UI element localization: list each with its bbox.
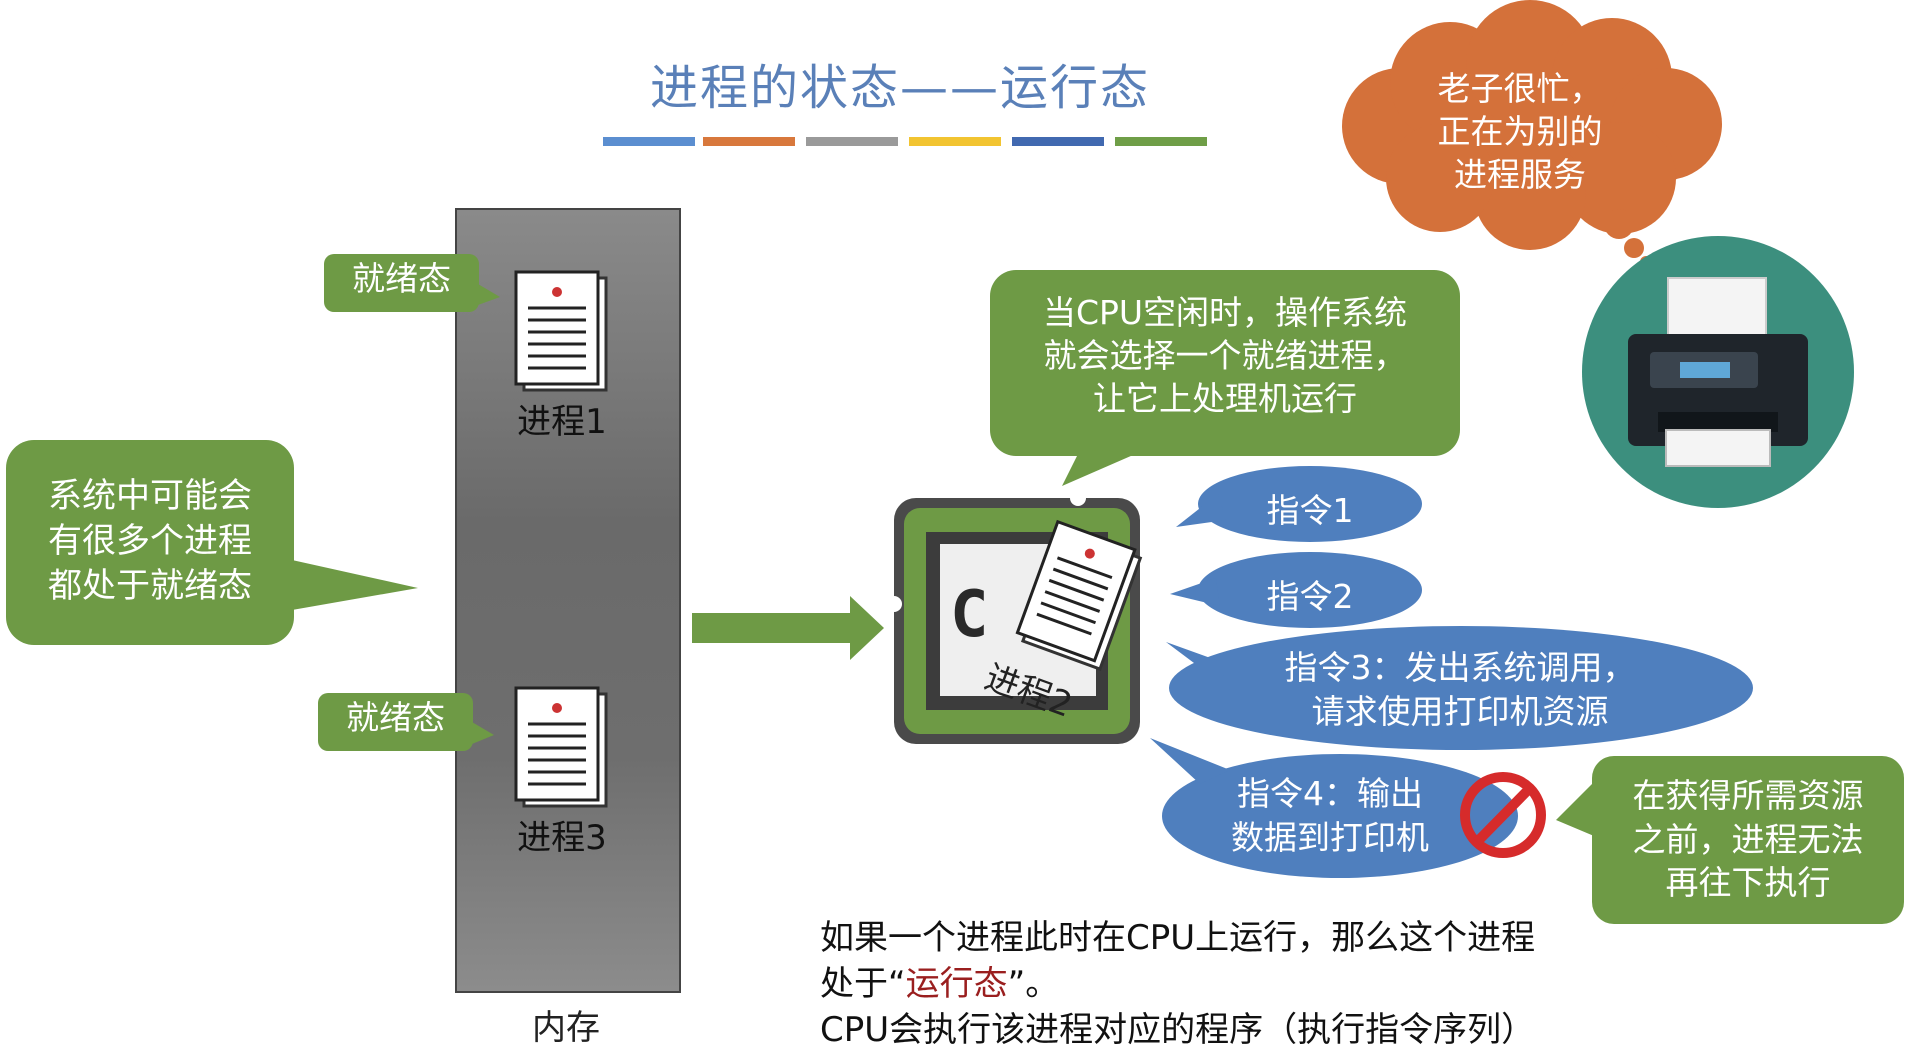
ready-callout-2: 就绪态 (346, 698, 445, 737)
blocked-line1: 在获得所需资源 (1632, 776, 1864, 815)
cpu-note-line3: 让它上处理机运行 (1093, 378, 1357, 418)
cpu-note-shape (990, 270, 1460, 486)
instruction-3-line1: 指令3：发出系统调用， (1284, 648, 1636, 687)
instruction-4: 指令4：输出 数据到打印机 (1210, 772, 1450, 859)
blocked-note-shape (1556, 756, 1904, 924)
cpu-note-line2: 就会选择一个就绪进程， (1043, 335, 1407, 375)
title-bar-1 (603, 137, 695, 146)
instruction-4-bubble (1150, 738, 1518, 878)
ready-callout-2-shape (318, 693, 494, 751)
description-line3: CPU会执行该进程对应的程序（执行指令序列） (820, 1010, 1536, 1051)
process3-label: 进程3 (517, 818, 607, 858)
title-bar-3 (806, 137, 898, 146)
thought-line1: 老子很忙， (1437, 69, 1603, 108)
left-note-line2: 有很多个进程 (48, 520, 252, 561)
description-suffix: ”。 (1007, 964, 1060, 1005)
thought-cloud-shape (1342, 0, 1722, 268)
description-line1: 如果一个进程此时在CPU上运行，那么这个进程 (820, 918, 1536, 958)
blocked-line2: 之前，进程无法 (1632, 819, 1864, 859)
title-bar-4 (909, 137, 1001, 146)
blocked-line3: 再往下执行 (1665, 863, 1831, 903)
document-icon-process3 (514, 686, 608, 808)
page-title: 进程的状态——运行态 (649, 60, 1150, 116)
left-note-line3: 都处于就绪态 (48, 565, 252, 606)
document-icon-process2 (1015, 519, 1143, 671)
ready-callout-1-shape (324, 254, 500, 312)
instruction-3: 指令3：发出系统调用， 请求使用打印机资源 (1180, 646, 1740, 733)
instruction-4-line2: 数据到打印机 (1231, 817, 1429, 857)
cpu-note-line1: 当CPU空闲时，操作系统 (1042, 293, 1408, 332)
cpu-note: 当CPU空闲时，操作系统 就会选择一个就绪进程， 让它上处理机运行 (990, 292, 1460, 421)
instruction-3-line2: 请求使用打印机资源 (1311, 691, 1609, 731)
process1-label: 进程1 (517, 402, 607, 442)
description-prefix: 处于“ (820, 964, 906, 1005)
ready-callout-1: 就绪态 (352, 259, 451, 298)
title-bar-5 (1012, 137, 1104, 146)
title-bar-6 (1115, 137, 1207, 146)
thought-line3: 进程服务 (1454, 154, 1586, 194)
instruction-2: 指令2 (1266, 577, 1354, 616)
instruction-4-line1: 指令4：输出 (1237, 774, 1423, 813)
printer-thought: 老子很忙， 正在为别的 进程服务 (1360, 68, 1680, 197)
instruction-1-bubble (1176, 466, 1422, 542)
description: 如果一个进程此时在CPU上运行，那么这个进程 处于“运行态”。 CPU会执行该进… (820, 915, 1900, 1054)
instruction-2-bubble (1170, 552, 1422, 628)
instruction-1: 指令1 (1266, 491, 1354, 530)
left-note: 系统中可能会 有很多个进程 都处于就绪态 (14, 474, 286, 609)
left-note-line1: 系统中可能会 (48, 476, 252, 516)
printer-icon (1582, 236, 1854, 508)
memory-label: 内存 (532, 1008, 600, 1048)
instruction-3-bubble (1166, 626, 1753, 750)
cpu-chip-label: C (950, 578, 989, 652)
blocked-note: 在获得所需资源 之前，进程无法 再往下执行 (1592, 774, 1904, 905)
left-note-shape (6, 440, 418, 645)
prohibited-icon (1460, 772, 1546, 858)
arrow-to-cpu (692, 596, 884, 660)
title-bar-2 (703, 137, 795, 146)
thought-line2: 正在为别的 (1437, 111, 1603, 151)
document-icon-process1 (514, 270, 608, 392)
description-line2: 处于“运行态”。 (820, 961, 1900, 1007)
running-state-highlight: 运行态 (905, 964, 1008, 1005)
